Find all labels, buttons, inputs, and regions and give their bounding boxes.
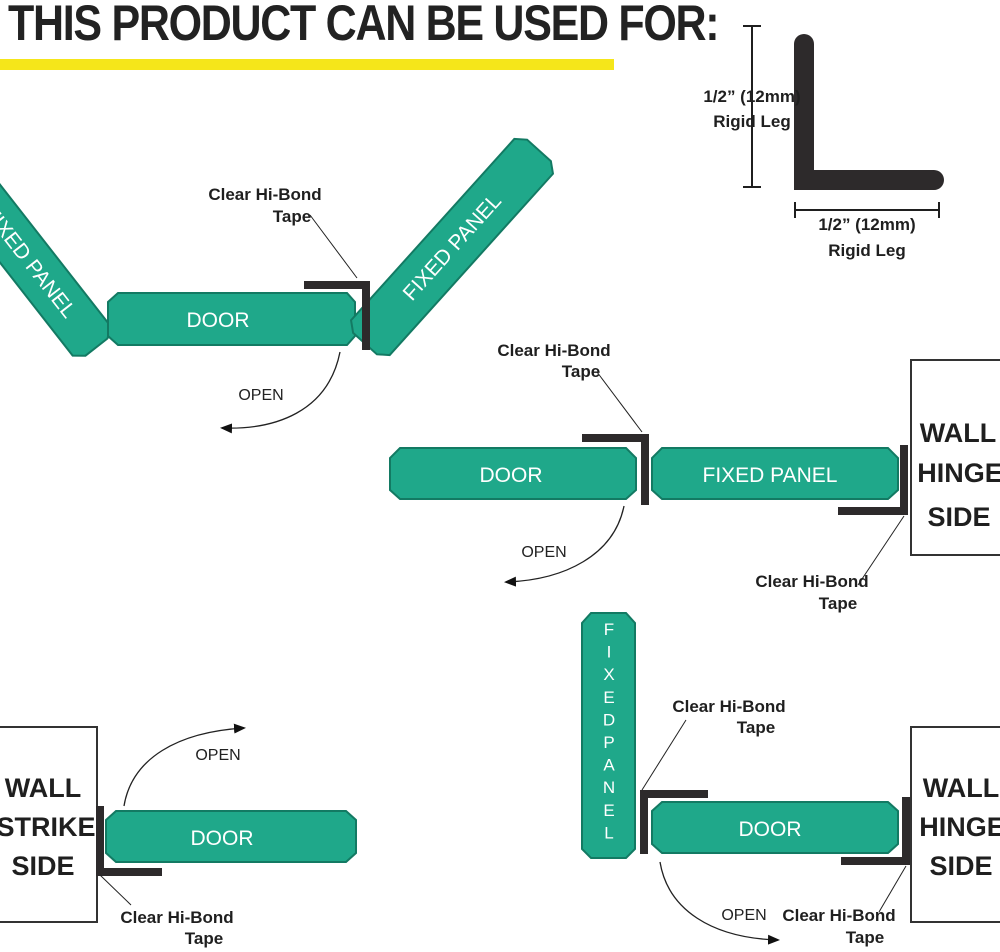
door-4: DOOR (651, 801, 899, 854)
angle-profile-2b (838, 445, 908, 515)
open-arrow-2 (504, 505, 625, 587)
fixed-panel-left: FIXED PANEL (0, 167, 112, 357)
open-arrow-1 (220, 351, 341, 434)
door-1-label: DOOR (187, 309, 250, 332)
horizontal-leg-size: 1/2” (12mm) (818, 215, 915, 234)
angle-profile-2a (582, 434, 649, 505)
vertical-leg-size: 1/2” (12mm) (703, 87, 800, 106)
vertical-panel-letter: F (604, 620, 614, 639)
tape-4b-label-line2: Tape (846, 928, 884, 947)
wall-hinge-side-4: WALL HINGE SIDE (910, 726, 1000, 923)
tape-2a-label-line1: Clear Hi-Bond (497, 341, 610, 360)
vertical-panel-letter: X (603, 665, 614, 684)
open-2-label: OPEN (521, 544, 566, 561)
vertical-panel-letter: P (603, 733, 614, 752)
angle-profile-icon (794, 34, 944, 190)
tape-2b-label-line1: Clear Hi-Bond (755, 572, 868, 591)
wall-2-line3: SIDE (927, 502, 990, 532)
angle-profile-4b (841, 797, 910, 865)
wall-4-line3: SIDE (929, 851, 992, 881)
profile-spec: 1/2” (12mm) Rigid Leg 1/2” (12mm) Rigid … (703, 25, 944, 260)
tape-1-label-line2: Tape (273, 207, 311, 226)
wall-strike-side: WALL STRIKE SIDE (0, 726, 98, 923)
angle-profile-4a (640, 790, 708, 854)
vertical-panel-letter: I (607, 643, 612, 662)
open-arrow-3 (123, 723, 246, 807)
vertical-panel-letter: L (604, 823, 613, 842)
horizontal-dimension-line (794, 202, 940, 218)
tape-leader-4b (878, 865, 907, 913)
title-underline (0, 59, 614, 70)
wall-3-line1: WALL (5, 773, 81, 803)
vertical-panel-letter: E (603, 801, 614, 820)
door-2: DOOR (389, 447, 637, 500)
vertical-panel-letter: D (603, 710, 615, 729)
tape-leader-4a (641, 719, 687, 791)
door-3: DOOR (105, 810, 357, 863)
fixed-panel-2: FIXED PANEL (651, 447, 899, 500)
page-title: THIS PRODUCT CAN BE USED FOR: (8, 0, 720, 51)
diagram-panel-door-panel: FIXED PANEL DOOR FIXED PANEL Clear Hi-Bo… (0, 137, 555, 434)
angle-profile-1 (304, 281, 370, 350)
door-2-label: DOOR (480, 464, 543, 487)
fixed-panel-2-label: FIXED PANEL (703, 464, 838, 487)
tape-leader-1 (309, 214, 358, 279)
vertical-leg-label: Rigid Leg (713, 112, 790, 131)
wall-4-line2: HINGE (919, 812, 1000, 842)
tape-3-label-line1: Clear Hi-Bond (120, 908, 233, 927)
open-4-label: OPEN (721, 907, 766, 924)
vertical-panel-letter: E (603, 688, 614, 707)
vertical-dimension-line (743, 25, 761, 188)
door-3-label: DOOR (191, 827, 254, 850)
tape-1-label-line1: Clear Hi-Bond (208, 185, 321, 204)
angle-profile-3 (96, 806, 162, 876)
diagram-wall-strike-door: WALL STRIKE SIDE DOOR Clear Hi-Bond Tape… (0, 723, 357, 948)
tape-leader-2a (596, 371, 643, 433)
wall-2-line1: WALL (920, 418, 996, 448)
tape-3-label-line2: Tape (185, 929, 223, 948)
tape-4b-label-line1: Clear Hi-Bond (782, 906, 895, 925)
tape-leader-2b (857, 515, 905, 586)
tape-2a-label-line2: Tape (562, 362, 600, 381)
vertical-panel-letter: N (603, 778, 615, 797)
tape-4a-label-line2: Tape (737, 718, 775, 737)
open-3-label: OPEN (195, 747, 240, 764)
open-arrow-4 (659, 861, 780, 945)
horizontal-leg-label: Rigid Leg (828, 241, 905, 260)
wall-2-line2: HINGE (917, 458, 1000, 488)
door-4-label: DOOR (739, 818, 802, 841)
tape-leader-3 (99, 874, 132, 906)
door-1: DOOR (107, 292, 356, 346)
wall-3-line3: SIDE (11, 851, 74, 881)
tape-2b-label-line2: Tape (819, 594, 857, 613)
fixed-panel-right: FIXED PANEL (349, 137, 555, 357)
diagram-door-panel-wall: DOOR FIXED PANEL WALL HINGE SIDE Clear H… (389, 341, 1000, 613)
open-1-label: OPEN (238, 387, 283, 404)
wall-4-line1: WALL (923, 773, 999, 803)
tape-4a-label-line1: Clear Hi-Bond (672, 697, 785, 716)
vertical-panel-letter: A (603, 756, 615, 775)
wall-hinge-side-2: WALL HINGE SIDE (910, 359, 1000, 556)
wall-3-line2: STRIKE (0, 812, 96, 842)
